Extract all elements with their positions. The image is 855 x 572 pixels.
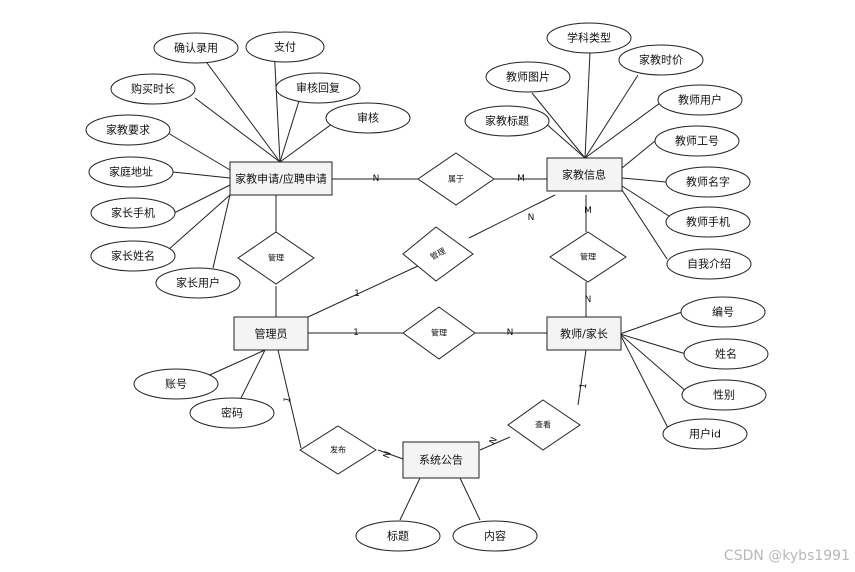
svg-text:属于: 属于 bbox=[448, 175, 464, 184]
svg-text:管理员: 管理员 bbox=[255, 327, 288, 341]
attribute-tutor-title: 家教标题 bbox=[464, 105, 550, 137]
card-manage-user-tp: N bbox=[507, 328, 514, 338]
attribute-account: 账号 bbox=[133, 368, 219, 400]
svg-text:查看: 查看 bbox=[535, 420, 551, 430]
card-view-tp: 1 bbox=[579, 382, 590, 389]
attribute-parent-user: 家长用户 bbox=[155, 267, 241, 299]
svg-text:发布: 发布 bbox=[330, 445, 346, 455]
attribute-number: 编号 bbox=[680, 296, 766, 328]
svg-text:管理: 管理 bbox=[431, 328, 447, 338]
attribute-purchase-duration: 购买时长 bbox=[110, 73, 196, 105]
svg-text:家长用户: 家长用户 bbox=[176, 276, 220, 290]
attribute-tutor-requirement: 家教要求 bbox=[85, 114, 171, 146]
svg-text:性别: 性别 bbox=[713, 388, 735, 402]
relationship-view: 查看 bbox=[507, 399, 581, 451]
svg-text:标题: 标题 bbox=[387, 529, 409, 543]
entity-teacher-parent: 教师/家长 bbox=[546, 316, 622, 351]
svg-text:编号: 编号 bbox=[712, 305, 734, 319]
svg-text:教师工号: 教师工号 bbox=[675, 135, 719, 148]
svg-text:家教申请/应聘申请: 家教申请/应聘申请 bbox=[235, 172, 327, 186]
attribute-gender: 性别 bbox=[681, 379, 767, 411]
card-manage-user-admin: 1 bbox=[353, 328, 359, 338]
card-belongs-left: N bbox=[373, 174, 380, 184]
svg-text:家教时价: 家教时价 bbox=[639, 53, 683, 67]
svg-text:确认录用: 确认录用 bbox=[174, 42, 218, 55]
svg-text:密码: 密码 bbox=[221, 406, 243, 420]
attribute-home-address: 家庭地址 bbox=[88, 156, 174, 188]
svg-text:购买时长: 购买时长 bbox=[131, 82, 175, 96]
attribute-review: 审核 bbox=[325, 102, 411, 134]
svg-text:家庭地址: 家庭地址 bbox=[109, 165, 153, 179]
attribute-name: 姓名 bbox=[683, 338, 769, 370]
attribute-self-intro: 自我介绍 bbox=[666, 248, 752, 280]
card-view-ann: N bbox=[488, 436, 500, 446]
svg-text:家教标题: 家教标题 bbox=[485, 114, 529, 128]
svg-text:教师名字: 教师名字 bbox=[686, 175, 730, 189]
svg-text:审核回复: 审核回复 bbox=[296, 81, 340, 95]
attribute-teacher-image: 教师图片 bbox=[485, 61, 571, 93]
watermark: CSDN @kybs1991 bbox=[724, 548, 850, 564]
svg-text:系统公告: 系统公告 bbox=[419, 454, 463, 467]
svg-text:审核: 审核 bbox=[357, 111, 379, 125]
svg-text:教师手机: 教师手机 bbox=[686, 215, 730, 229]
connector-lines bbox=[162, 46, 689, 521]
svg-text:家长姓名: 家长姓名 bbox=[111, 249, 155, 263]
attribute-parent-phone: 家长手机 bbox=[90, 197, 176, 229]
attribute-user-id: 用户id bbox=[662, 418, 748, 450]
card-manage-info-info: N bbox=[528, 213, 535, 223]
card-publish-admin: 1 bbox=[282, 396, 293, 404]
entity-application: 家教申请/应聘申请 bbox=[229, 161, 333, 196]
attribute-subject-type: 学科类型 bbox=[546, 22, 632, 54]
entity-admin: 管理员 bbox=[233, 316, 309, 351]
svg-text:支付: 支付 bbox=[274, 41, 296, 54]
card-publish-ann: N bbox=[382, 450, 394, 460]
svg-text:教师图片: 教师图片 bbox=[506, 71, 550, 84]
attribute-parent-name: 家长姓名 bbox=[90, 240, 176, 272]
svg-text:账号: 账号 bbox=[165, 378, 187, 391]
card-manage-tp-info: M bbox=[584, 206, 592, 216]
attribute-teacher-id: 教师工号 bbox=[654, 125, 740, 157]
svg-text:用户id: 用户id bbox=[689, 427, 721, 441]
card-manage-info-admin: 1 bbox=[354, 289, 360, 299]
svg-text:家教信息: 家教信息 bbox=[562, 168, 606, 182]
attribute-hourly-price: 家教时价 bbox=[618, 44, 704, 76]
attribute-teacher-name: 教师名字 bbox=[665, 166, 751, 198]
attribute-title: 标题 bbox=[355, 520, 441, 552]
attribute-content: 内容 bbox=[452, 520, 538, 552]
svg-text:姓名: 姓名 bbox=[715, 347, 737, 361]
entity-announcement: 系统公告 bbox=[402, 441, 480, 479]
attribute-teacher-phone: 教师手机 bbox=[665, 206, 751, 238]
relationship-manage-info: 管理 bbox=[402, 226, 474, 282]
attribute-review-reply: 审核回复 bbox=[275, 72, 361, 104]
svg-text:教师用户: 教师用户 bbox=[678, 93, 722, 107]
relationship-manage-teacher-parent: 管理 bbox=[549, 231, 627, 283]
relationship-belongs: 属于 bbox=[417, 152, 495, 206]
svg-text:家长手机: 家长手机 bbox=[111, 206, 155, 220]
svg-text:家教要求: 家教要求 bbox=[106, 123, 150, 137]
card-belongs-right: M bbox=[517, 174, 525, 184]
relationship-manage-users: 管理 bbox=[402, 306, 476, 360]
attribute-payment: 支付 bbox=[245, 31, 325, 63]
svg-text:内容: 内容 bbox=[484, 529, 506, 543]
relationship-publish: 发布 bbox=[299, 425, 377, 475]
svg-text:自我介绍: 自我介绍 bbox=[687, 257, 731, 271]
relationship-manage-application: 管理 bbox=[237, 231, 315, 285]
card-manage-tp-tp: N bbox=[585, 295, 592, 305]
entity-tutor-info: 家教信息 bbox=[546, 157, 623, 192]
attribute-teacher-user: 教师用户 bbox=[657, 84, 743, 116]
svg-text:管理: 管理 bbox=[268, 253, 284, 263]
attribute-confirm-hire: 确认录用 bbox=[153, 32, 239, 64]
svg-text:教师/家长: 教师/家长 bbox=[560, 327, 608, 341]
svg-text:管理: 管理 bbox=[580, 252, 596, 262]
attribute-password: 密码 bbox=[189, 397, 275, 429]
svg-text:学科类型: 学科类型 bbox=[567, 31, 611, 45]
